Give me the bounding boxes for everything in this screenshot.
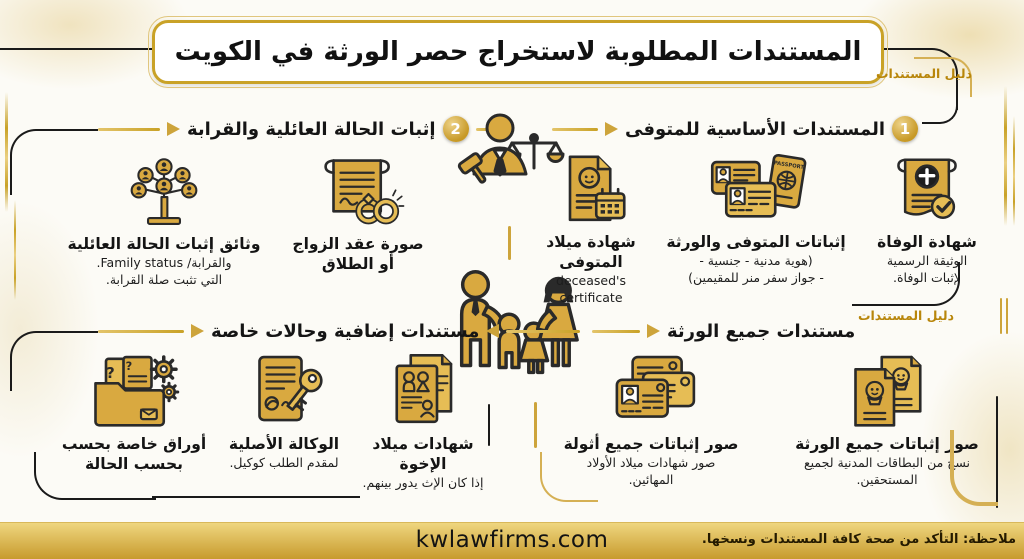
connector-line-gold (508, 226, 511, 260)
connector-line-gold (914, 57, 972, 97)
title-right-line (878, 48, 906, 50)
item-desc: صور شهادات ميلاد الأولاد المهائين. (586, 455, 716, 488)
connector-line (488, 404, 490, 446)
item-title: إثباتات المتوفى والورثة (666, 233, 846, 251)
heir-documents-icon (841, 350, 933, 434)
doc-item-marriage-contract: صورة عقد الزواج أو الطلاق (282, 150, 434, 275)
gold-edge-ornament (5, 92, 8, 212)
connector-line-gold (540, 452, 598, 502)
connector-line-gold (1006, 298, 1008, 334)
section-heirs-title: مستندات جميع الورثة (667, 320, 856, 342)
id-passport-icon: PASSPORT (700, 148, 812, 232)
gold-edge-ornament (14, 200, 16, 300)
doc-item-id-cards: صور إثباتات جميع أثولة صور شهادات ميلاد … (542, 350, 760, 489)
page-title: المستندات المطلوبة لاستخراج حصر الورثة ف… (174, 37, 862, 67)
doc-item-special-folder: ? ? أوراق خاصة بحسب بحسب الحالة (58, 350, 210, 475)
item-desc: نسخ من البطاقات المدنية لجميع المستحقين. (803, 455, 971, 488)
item-title: شهادات ميلاد الإخوة (372, 435, 474, 474)
section-heirs-header: مستندات جميع الورثة (592, 316, 855, 346)
svg-text:?: ? (126, 359, 133, 373)
power-of-attorney-icon (238, 350, 330, 434)
arrow-line (506, 329, 581, 333)
item-desc: deceased's certificate (556, 273, 626, 306)
sibling-certificates-icon (377, 350, 469, 434)
arrow-right-icon (167, 122, 180, 136)
footer-note: ملاحظة: التأكد من صحة كافة المستندات ونس… (701, 532, 1016, 547)
connector-line-gold (950, 430, 998, 506)
section-basic-header: المستندات الأساسية للمتوفى 1 (552, 114, 918, 144)
doc-item-birth-certificate: شهادة ميلاد المتوفى deceased's certifica… (516, 148, 666, 307)
connector-line (10, 129, 98, 195)
website-link[interactable]: kwlawfirms.com (415, 527, 609, 553)
svg-text:?: ? (106, 364, 115, 382)
connector-line (152, 496, 360, 498)
connector-line (922, 96, 958, 124)
judge-scales-icon (448, 110, 568, 218)
marriage-contract-icon (308, 150, 408, 234)
guide-tag-mid: دليل المستندات (857, 308, 955, 323)
gold-edge-ornament (1004, 86, 1007, 226)
id-cards-icon (597, 350, 705, 434)
family-tree-icon (118, 150, 210, 234)
title-left-line (0, 48, 152, 50)
section-basic-title: المستندات الأساسية للمتوفى (625, 118, 885, 140)
birth-certificate-icon (545, 148, 637, 232)
connector-line (34, 452, 156, 500)
item-title: وثائق إثبات الحالة العائلية (67, 235, 261, 253)
section-family-title: إثبات الحالة العائلية والقرابة (187, 118, 436, 140)
connector-line (10, 331, 98, 391)
arrow-right-icon (605, 122, 618, 136)
footer-bar (0, 522, 1024, 559)
item-title: شهادة ميلاد المتوفى (546, 233, 636, 272)
arrow-line (98, 127, 160, 131)
item-title: صور إثباتات جميع أثولة (563, 435, 739, 453)
item-desc: لمقدم الطلب كوكيل. (229, 455, 339, 471)
item-desc: (هوية مدنية - جنسية - - جواز سفر منر للم… (688, 253, 824, 286)
section-family-number-badge: 2 (442, 116, 469, 142)
guide-tag-top: دليل المستندات (875, 66, 973, 81)
gold-edge-ornament (1013, 116, 1015, 226)
arrow-line (552, 127, 598, 131)
section-extra-title: مستندات إضافية وحالات خاصة (211, 320, 480, 342)
special-folder-icon: ? ? (82, 350, 186, 434)
doc-item-power-of-attorney: الوكالة الأصلية لمقدم الطلب كوكيل. (214, 350, 354, 472)
section-extra-header: مستندات إضافية وحالات خاصة (98, 316, 581, 346)
connector-line (852, 262, 960, 306)
death-certificate-icon (881, 148, 973, 232)
arrow-right-icon (191, 324, 204, 338)
item-title: صورة عقد الزواج أو الطلاق (292, 235, 424, 274)
doc-item-sibling-certificates: شهادات ميلاد الإخوة إذا كان الإث يدور بي… (352, 350, 494, 492)
arrow-right-icon (647, 324, 660, 338)
item-title: شهادة الوفاة (877, 233, 977, 251)
svg-text:PASSPORT: PASSPORT (773, 160, 804, 171)
arrow-left-icon (486, 324, 500, 338)
item-title: الوكالة الأصلية (228, 435, 340, 453)
section-family-header: إثبات الحالة العائلية والقرابة 2 (98, 114, 498, 144)
section-basic-number-badge: 1 (892, 116, 918, 142)
connector-line-gold (534, 402, 537, 448)
title-box: المستندات المطلوبة لاستخراج حصر الورثة ف… (148, 16, 888, 88)
arrow-line (592, 329, 640, 333)
connector-line-gold (1000, 298, 1002, 334)
doc-item-id-passport: PASSPORT إثباتات المتوفى والورثة (هوية م… (664, 148, 848, 287)
arrow-line (98, 329, 184, 333)
item-desc: إذا كان الإث يدور بينهم. (362, 475, 484, 491)
doc-item-family-tree: وثائق إثبات الحالة العائلية والقرابة/ Fa… (60, 150, 268, 289)
item-desc: والقرابة/ Family status. التي تثبت صلة ا… (96, 255, 232, 288)
